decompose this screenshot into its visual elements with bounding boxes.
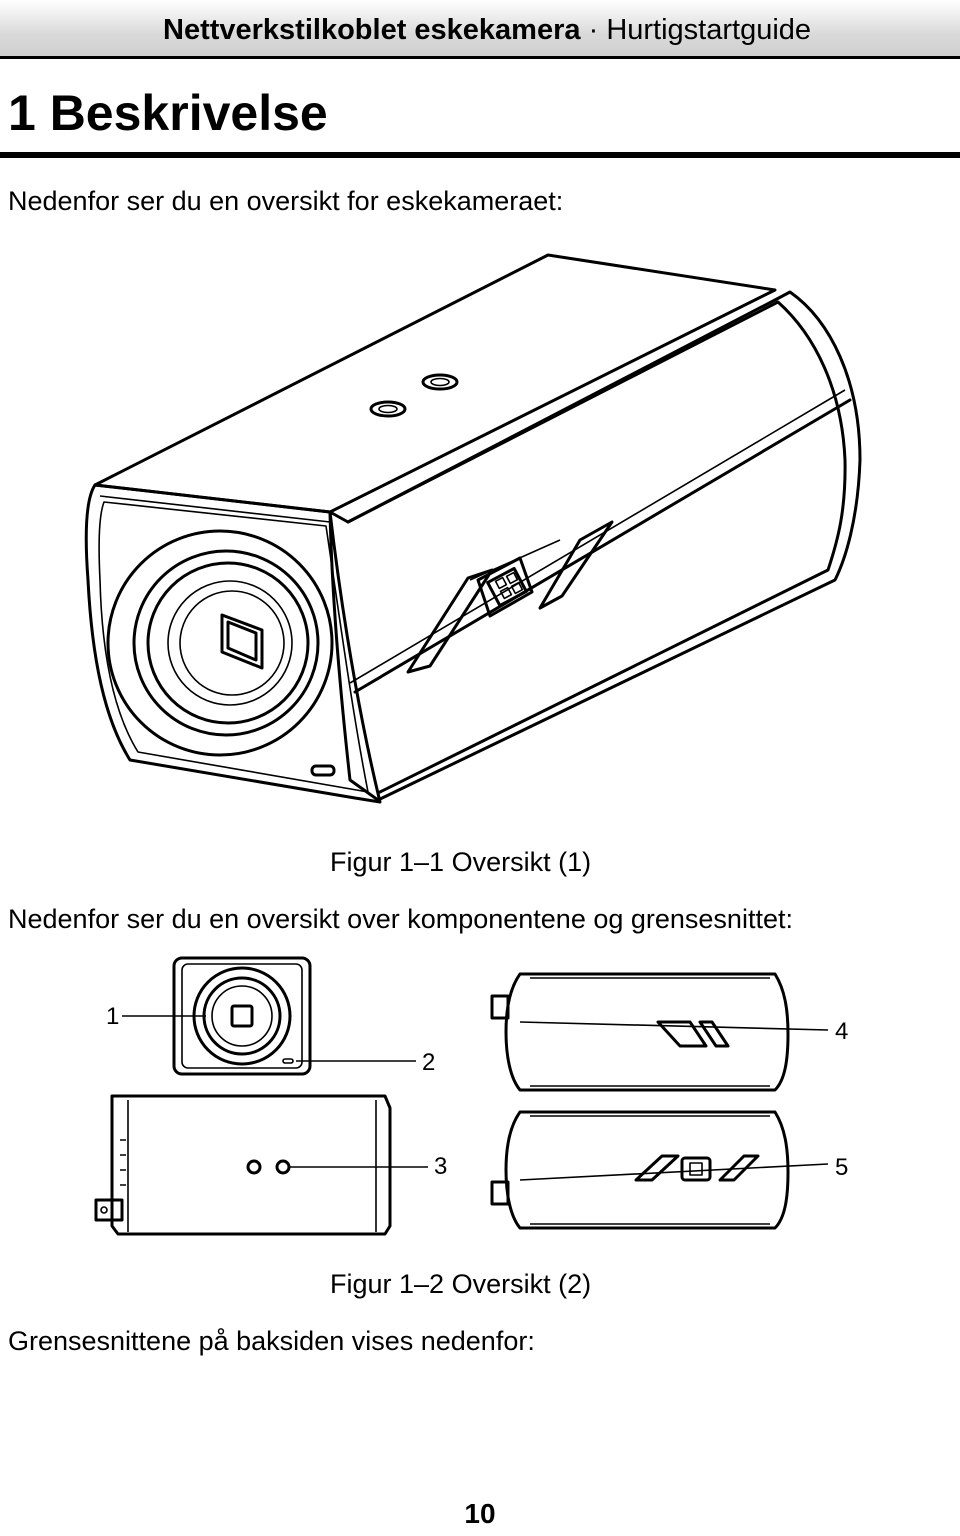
header-rule — [0, 56, 960, 59]
callout-1: 1 — [106, 1003, 119, 1030]
header-separator: · — [588, 14, 599, 46]
callout-4: 4 — [835, 1018, 848, 1045]
section-title: 1 Beskrivelse — [8, 85, 328, 141]
header-doc-type: Hurtigstartguide — [606, 14, 812, 46]
intro-paragraph: Nedenfor ser du en oversikt for eskekame… — [8, 186, 564, 216]
header-product: Nettverkstilkoblet eskekamera — [163, 14, 581, 46]
top-view — [94, 1094, 392, 1236]
callout-3: 3 — [434, 1153, 447, 1180]
components-paragraph: Nedenfor ser du en oversikt over kompone… — [8, 904, 793, 934]
rear-paragraph: Grensesnittene på baksiden vises nedenfo… — [8, 1326, 535, 1356]
header-title: Nettverkstilkoblet eskekamera · Hurtigst… — [163, 12, 811, 48]
title-rule — [0, 152, 960, 158]
figure-1-caption: Figur 1–1 Oversikt (1) — [330, 847, 592, 877]
camera-perspective-illustration — [84, 253, 862, 804]
camera-views-illustration: 1 2 3 4 5 — [94, 956, 848, 1236]
side-view-right — [490, 972, 790, 1092]
figure-2-caption: Figur 1–2 Oversikt (2) — [330, 1269, 592, 1299]
running-header — [0, 0, 960, 58]
side-view-left — [490, 1110, 790, 1230]
page-number: 10 — [464, 1498, 496, 1529]
callout-5: 5 — [835, 1154, 848, 1181]
callout-2: 2 — [422, 1049, 435, 1076]
